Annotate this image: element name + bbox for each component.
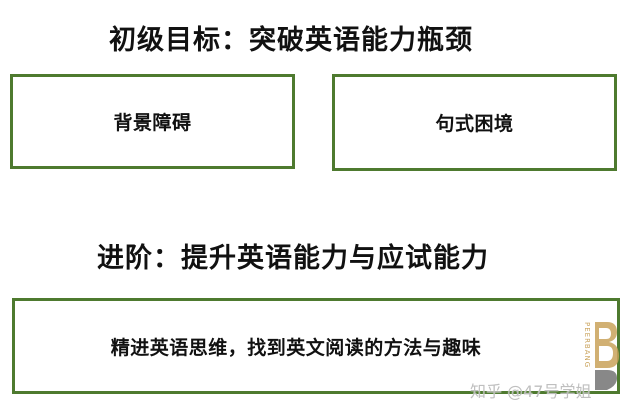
box-sentence-difficulty-label: 句式困境 xyxy=(435,113,514,135)
box-background-obstacle: 背景障碍 xyxy=(10,74,295,169)
section2-title: 进阶：提升英语能力与应试能力 xyxy=(97,243,489,274)
peerbang-logo: PEERBANG xyxy=(583,322,619,390)
box-advanced-goal-label: 精进英语思维，找到英文阅读的方法与趣味 xyxy=(110,336,482,359)
box-sentence-difficulty: 句式困境 xyxy=(332,74,617,171)
box-advanced-goal: 精进英语思维，找到英文阅读的方法与趣味 xyxy=(12,298,620,394)
zhihu-watermark: 知乎 @47号学姐 xyxy=(470,382,592,401)
section1-title: 初级目标：突破英语能力瓶颈 xyxy=(109,25,473,56)
box-background-obstacle-label: 背景障碍 xyxy=(113,112,192,134)
svg-text:PEERBANG: PEERBANG xyxy=(583,322,591,368)
